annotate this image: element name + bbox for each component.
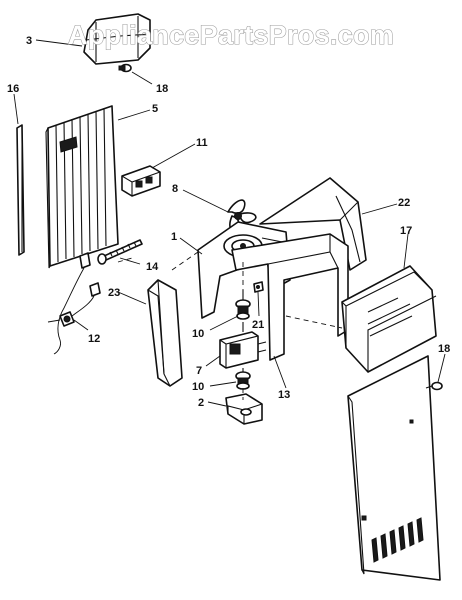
callout-2: 2 [198,397,204,409]
part-22-air-duct[interactable] [259,177,367,271]
callout-10-lower: 10 [192,381,204,393]
part-8-fan-blade[interactable] [227,199,257,231]
part-18-screw-top[interactable] [118,63,132,73]
callout-18-right: 18 [438,343,450,355]
part-17-rear-cover[interactable] [341,265,441,581]
part-18-screw-right[interactable] [425,381,443,391]
callout-11: 11 [196,137,208,149]
assembly-lines [117,251,343,400]
part-12-wire-harness[interactable] [47,252,101,355]
callout-17: 17 [400,225,412,237]
vent-grille [371,517,424,563]
watermark: AppliancePartsPros.com [68,20,394,50]
part-7-fan-motor[interactable] [219,322,267,369]
callout-labels: 3 18 16 5 11 8 1 14 22 17 23 21 12 10 7 … [7,35,450,409]
part-5-evaporator-panel[interactable] [45,105,119,269]
callout-10-upper: 10 [192,328,204,340]
part-11-bracket[interactable] [121,165,161,197]
callout-22: 22 [398,197,410,209]
part-14-screw[interactable] [97,239,143,265]
part-3-duct-cover[interactable] [83,13,151,65]
callout-23: 23 [108,287,120,299]
callout-21: 21 [252,319,264,331]
part-13-lower-duct[interactable] [231,233,349,361]
callout-8: 8 [172,183,178,195]
callout-7: 7 [196,365,202,377]
callout-1: 1 [171,231,177,243]
callout-18-top: 18 [156,83,168,95]
part-21-clip[interactable] [253,281,264,293]
callout-13: 13 [278,389,290,401]
callout-16: 16 [7,83,19,95]
part-10-grommet-upper[interactable] [235,290,251,320]
part-2-motor-bracket[interactable] [225,393,263,425]
callout-5: 5 [152,103,158,115]
leader-lines [13,39,446,407]
part-23-side-baffle[interactable] [147,279,183,387]
part-16-gasket-strip[interactable] [16,124,25,256]
callout-14: 14 [146,261,159,273]
part-10-grommet-lower[interactable] [235,368,251,390]
callout-12: 12 [88,333,100,345]
callout-3: 3 [26,35,32,47]
